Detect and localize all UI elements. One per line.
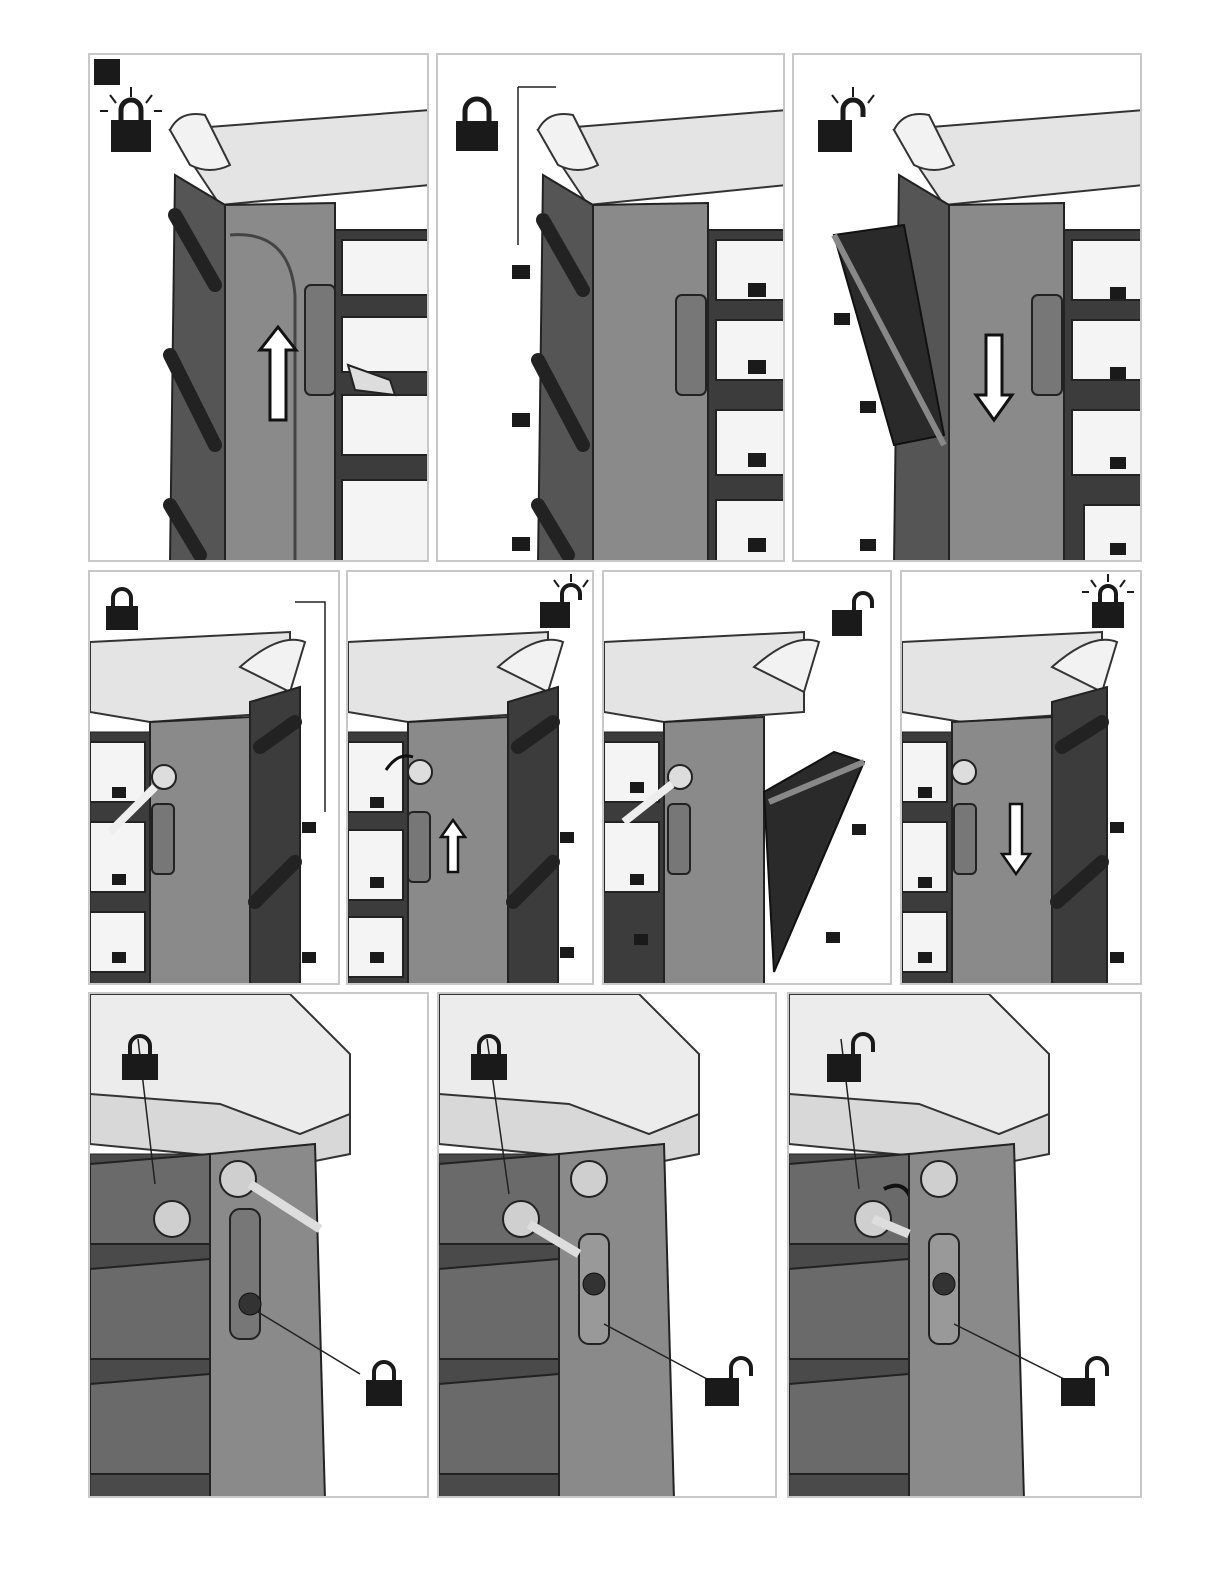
- lock-open-blinking-icon: [534, 572, 594, 632]
- lock-closed-blinking-icon: [96, 85, 166, 155]
- panel-1: [88, 53, 429, 562]
- panel-8: [88, 992, 429, 1498]
- lock-open-icon: [828, 586, 878, 638]
- lock-open-icon: [823, 1026, 879, 1086]
- cart-illustration-turn-key: [348, 572, 594, 985]
- lock-closed-icon: [102, 584, 142, 632]
- panel-4: [88, 570, 340, 985]
- cart-illustration-key-insert: [90, 572, 340, 985]
- lock-open-blinking-icon: [808, 85, 878, 155]
- panel-6: [602, 570, 892, 985]
- panel-10: [787, 992, 1142, 1498]
- panel-5: [346, 570, 594, 985]
- panel-9: [437, 992, 777, 1498]
- lock-closed-blinking-icon: [1078, 572, 1138, 632]
- lock-closed-icon: [362, 1356, 406, 1408]
- lock-closed-icon: [452, 93, 502, 153]
- cart-illustration-push-down: [902, 572, 1142, 985]
- panel-7: [900, 570, 1142, 985]
- panel-3: [792, 53, 1142, 562]
- lock-open-icon: [1057, 1350, 1113, 1410]
- panel-2: [436, 53, 785, 562]
- lock-closed-icon: [118, 1030, 162, 1082]
- lock-open-icon: [701, 1350, 757, 1410]
- lock-closed-icon: [467, 1030, 511, 1082]
